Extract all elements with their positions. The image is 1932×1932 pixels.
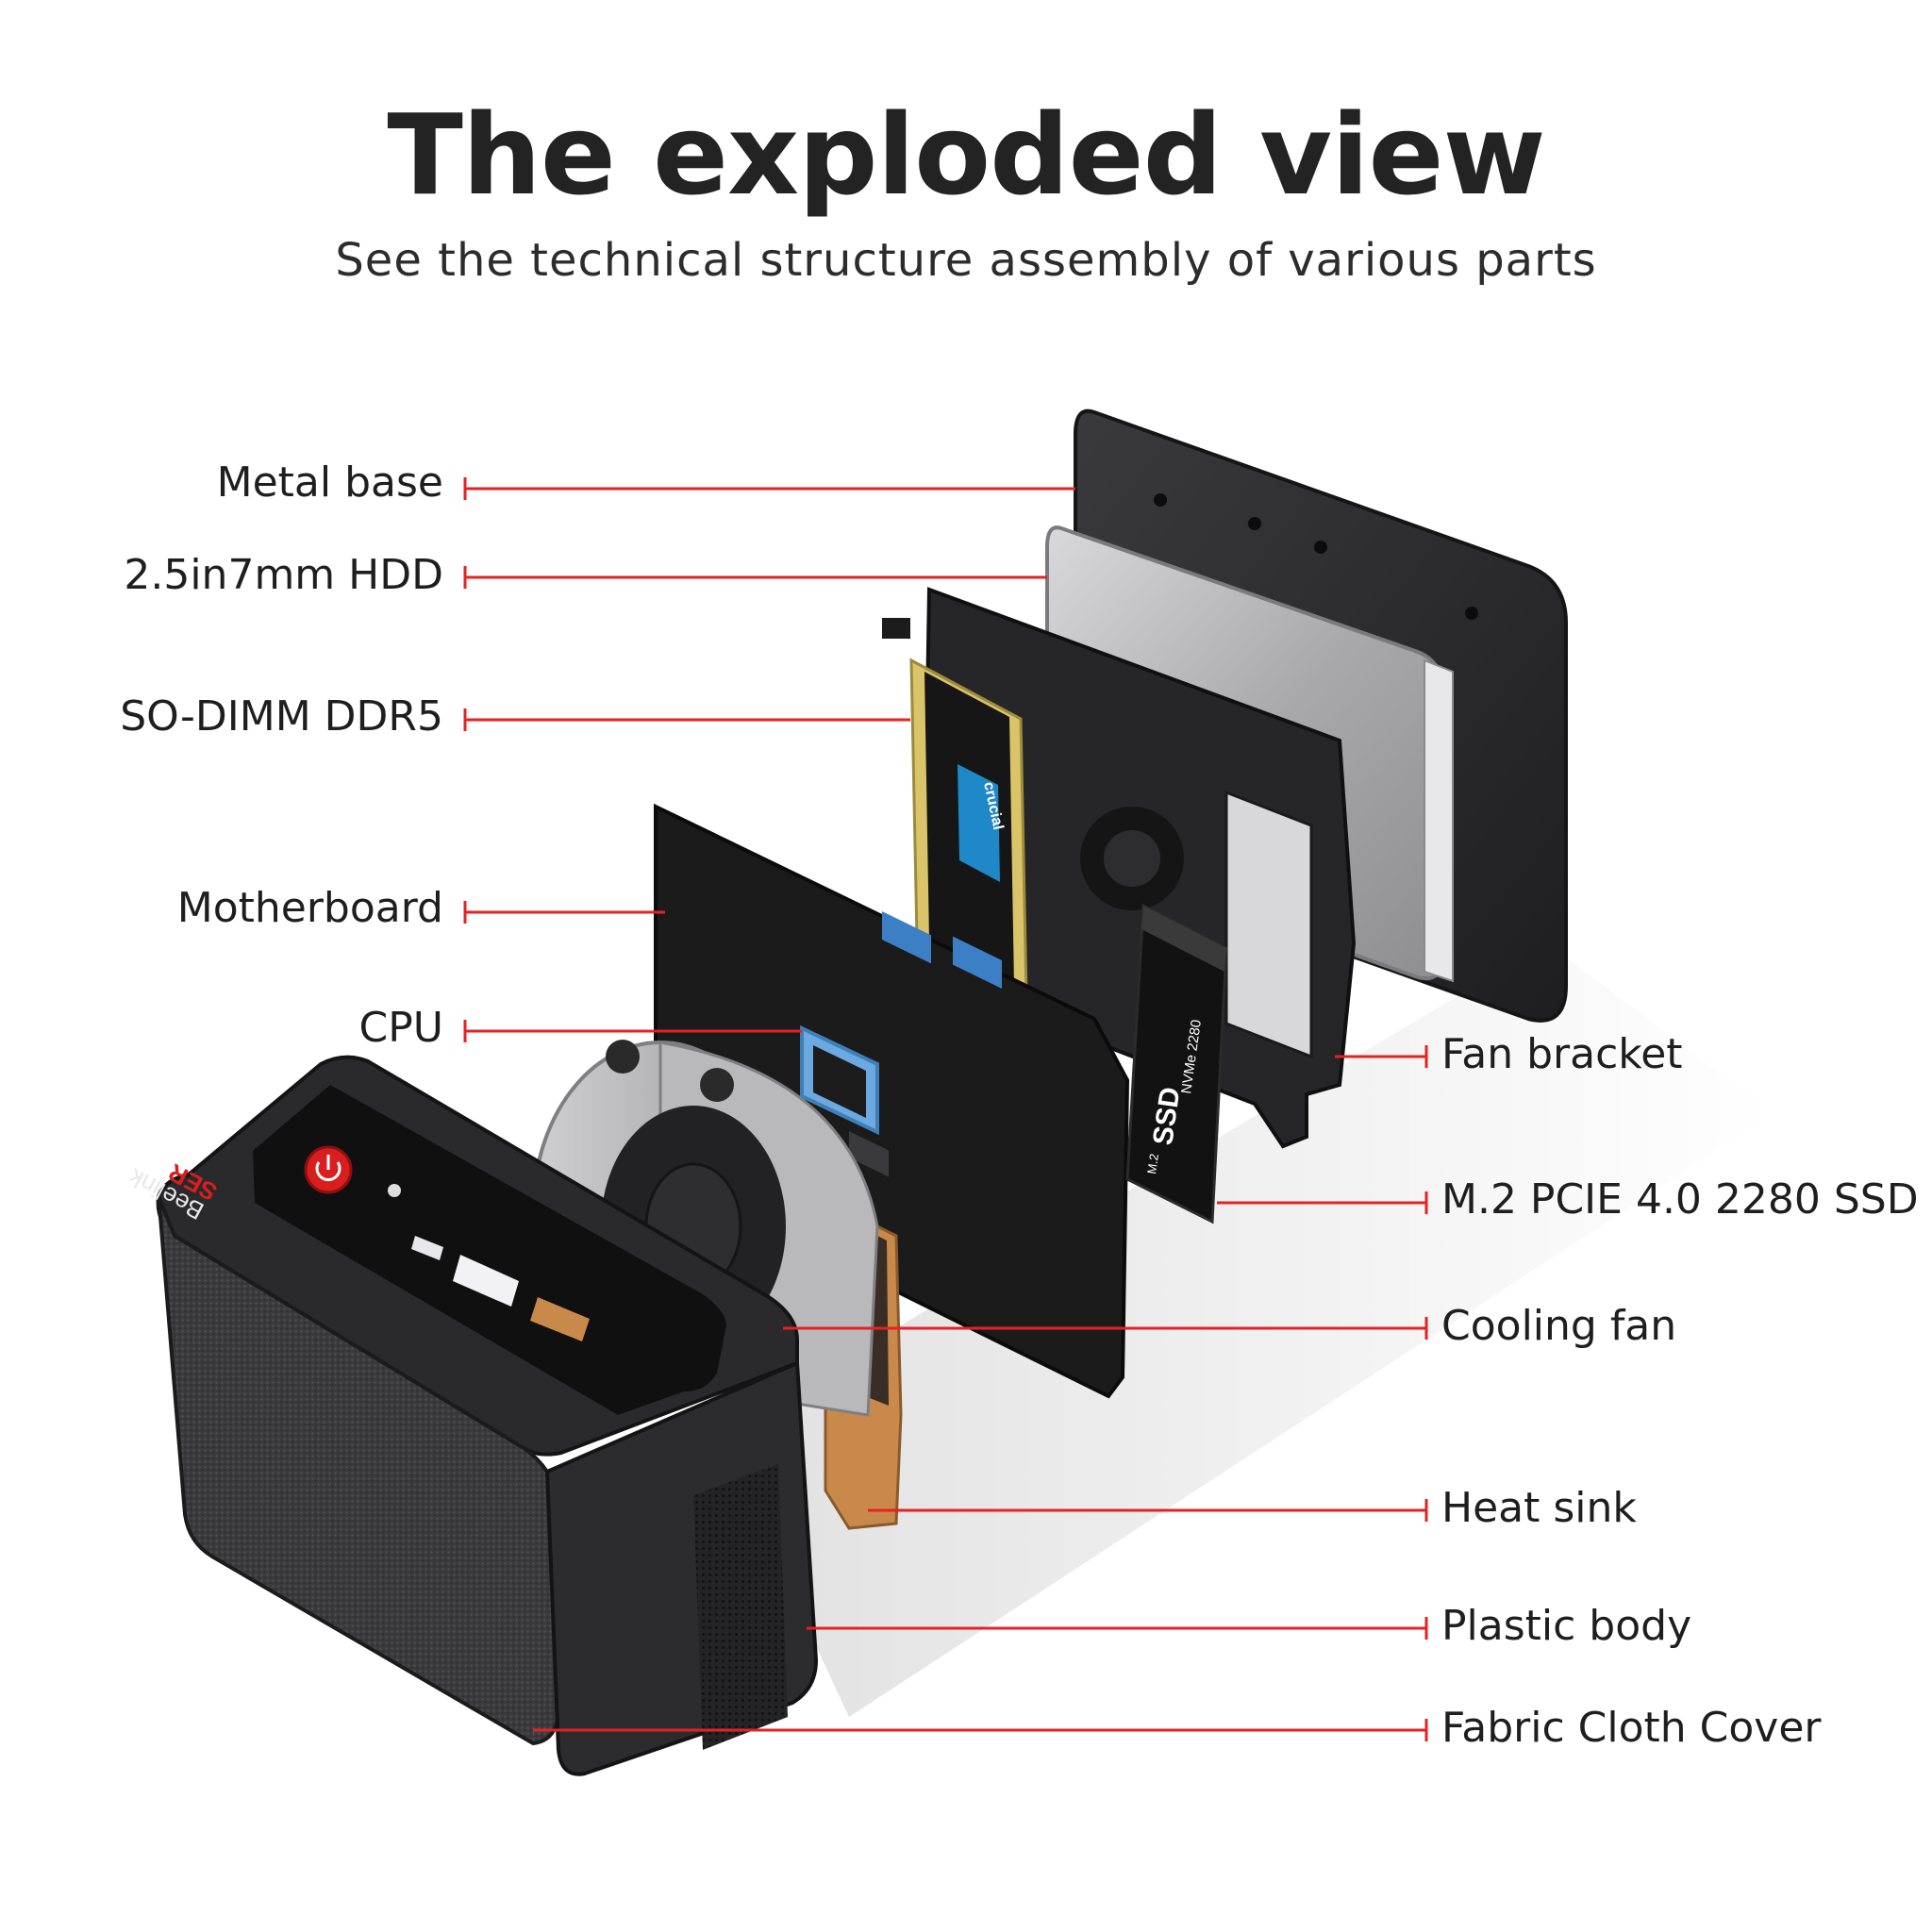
label-motherboard: Motherboard [176, 884, 443, 932]
label-heat-sink: Heat sink [1441, 1484, 1637, 1532]
label-so-dimm: SO-DIMM DDR5 [120, 692, 443, 741]
ssd-part: SSD NVMe 2280 M.2 [1125, 903, 1228, 1224]
label-cpu: CPU [358, 1004, 443, 1052]
ram-part: crucial [909, 658, 1028, 998]
label-cooling-fan: Cooling fan [1441, 1302, 1677, 1350]
page-subtitle: See the technical structure assembly of … [335, 234, 1597, 287]
label-plastic-body: Plastic body [1441, 1602, 1692, 1650]
label-metal-base: Metal base [216, 458, 443, 507]
label-fan-bracket: Fan bracket [1441, 1030, 1683, 1078]
floor-shadow [717, 943, 1774, 1717]
page-title: The exploded view [387, 90, 1545, 220]
label-hdd: 2.5in7mm HDD [124, 551, 443, 599]
label-ssd: M.2 PCIE 4.0 2280 SSD [1441, 1175, 1919, 1224]
ssd-m2-text: M.2 [1144, 1153, 1161, 1175]
device-body-part: Beelink SER [124, 1055, 819, 1776]
label-fabric-cover: Fabric Cloth Cover [1441, 1704, 1822, 1752]
leader-lines [463, 477, 1428, 1741]
